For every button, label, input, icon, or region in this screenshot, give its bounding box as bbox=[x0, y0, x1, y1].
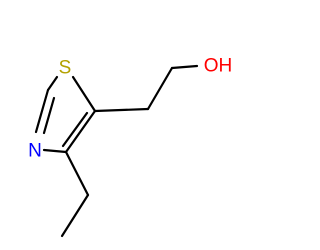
bond-c4-ethyl-ch2 bbox=[64, 150, 90, 197]
bond-c5-chain-ch2 bbox=[93, 107, 150, 113]
bond-s-c5 bbox=[71, 75, 97, 113]
bond-ethyl-ch2-ch3 bbox=[60, 193, 90, 238]
bond-c5-c4-double bbox=[61, 111, 89, 148]
bond-c5-c4 bbox=[64, 109, 97, 154]
hydroxyl-group-label: OH bbox=[204, 56, 233, 77]
bond-ch2-oh bbox=[170, 64, 199, 70]
bond-n-c2-double bbox=[42, 96, 56, 135]
nitrogen-atom-label: N bbox=[28, 141, 42, 162]
bond-c2-s bbox=[46, 75, 59, 92]
thiazole-ethanol-structure: S N OH bbox=[28, 56, 233, 238]
sulfur-atom-label: S bbox=[59, 58, 72, 79]
bond-n-c2 bbox=[34, 88, 50, 134]
bond-c4-n bbox=[42, 148, 68, 154]
bond-chain-ch2-ch2 bbox=[146, 66, 174, 111]
